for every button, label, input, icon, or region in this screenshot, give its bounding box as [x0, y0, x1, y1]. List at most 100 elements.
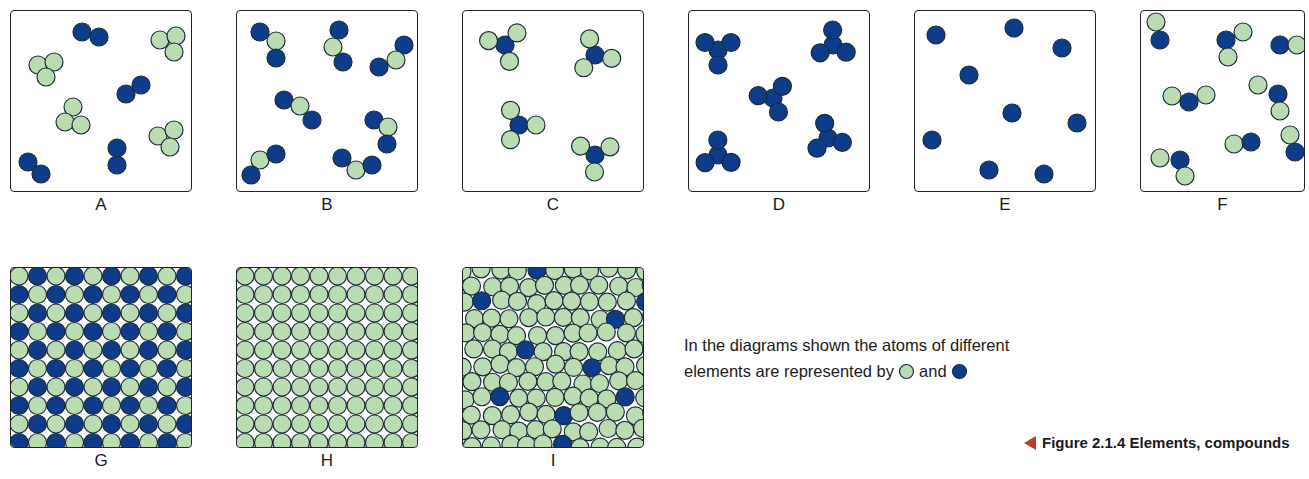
atom	[292, 397, 310, 415]
atom	[329, 397, 347, 415]
atom	[255, 360, 273, 378]
atom	[837, 43, 855, 61]
atom	[11, 397, 28, 415]
particle-box: F	[1140, 10, 1305, 192]
atom	[177, 341, 192, 359]
atom	[329, 286, 347, 304]
atom	[579, 324, 597, 342]
atom	[237, 415, 254, 433]
atom	[384, 378, 402, 396]
atom	[537, 308, 555, 326]
atom	[177, 304, 192, 322]
atom	[463, 293, 473, 311]
atom	[329, 378, 347, 396]
atom	[472, 421, 490, 439]
atom	[177, 434, 192, 448]
atom	[29, 397, 47, 415]
atom	[529, 327, 547, 345]
atom	[480, 32, 498, 50]
atom	[1176, 167, 1194, 185]
atom	[121, 434, 139, 448]
atom	[598, 293, 616, 311]
atom	[474, 358, 492, 376]
atom	[103, 397, 121, 415]
atom	[165, 121, 183, 139]
atom	[121, 304, 139, 322]
atom	[158, 360, 176, 378]
atom	[66, 341, 84, 359]
atom	[47, 323, 65, 341]
atom	[237, 360, 254, 378]
atom	[600, 268, 618, 277]
atom	[709, 131, 727, 149]
atom	[310, 323, 328, 341]
atom	[403, 341, 418, 359]
atom	[1217, 31, 1235, 49]
atom	[1219, 48, 1237, 66]
atom	[177, 286, 192, 304]
atom	[158, 304, 176, 322]
atom	[363, 156, 381, 174]
atom	[103, 304, 121, 322]
atom-symbol	[951, 363, 968, 380]
atom	[84, 304, 102, 322]
atom	[927, 26, 945, 44]
atom	[121, 323, 139, 341]
atom	[140, 268, 158, 285]
atom	[273, 434, 291, 448]
atom	[121, 360, 139, 378]
atom	[177, 323, 192, 341]
atom	[554, 308, 572, 326]
atom	[158, 286, 176, 304]
atom	[518, 436, 536, 447]
atom	[132, 76, 150, 94]
atom	[292, 378, 310, 396]
atom	[527, 116, 545, 134]
atom	[722, 153, 740, 171]
atom	[237, 434, 254, 448]
atom	[310, 434, 328, 448]
atom	[591, 438, 609, 447]
atom	[554, 435, 572, 447]
atom-symbol	[898, 363, 915, 380]
atom	[625, 340, 643, 358]
atom	[1003, 104, 1021, 122]
atom	[11, 415, 28, 433]
atom	[84, 415, 102, 433]
panel-letter: G	[11, 451, 191, 471]
atom	[47, 286, 65, 304]
atom	[103, 360, 121, 378]
atom	[237, 304, 254, 322]
atom	[273, 341, 291, 359]
particle-box: D	[688, 10, 870, 192]
atom	[606, 403, 624, 421]
atom	[502, 101, 520, 119]
atom	[824, 21, 842, 39]
atom	[347, 286, 365, 304]
atom	[643, 307, 644, 325]
atom	[29, 434, 47, 448]
atom	[90, 28, 108, 46]
atom	[140, 378, 158, 396]
atom	[811, 44, 829, 62]
atom	[158, 378, 176, 396]
atom	[84, 323, 102, 341]
atom	[403, 323, 418, 341]
atom	[47, 378, 65, 396]
atom	[140, 397, 158, 415]
atom	[29, 268, 47, 285]
atom	[366, 304, 384, 322]
atom	[66, 304, 84, 322]
atom	[292, 360, 310, 378]
atom	[547, 327, 565, 345]
atom	[580, 293, 598, 311]
panel-letter: F	[1141, 195, 1304, 215]
atom	[121, 341, 139, 359]
atom	[519, 372, 537, 390]
atom	[608, 438, 626, 447]
atom	[366, 341, 384, 359]
atom	[29, 304, 47, 322]
atom	[84, 341, 102, 359]
atom	[980, 161, 998, 179]
